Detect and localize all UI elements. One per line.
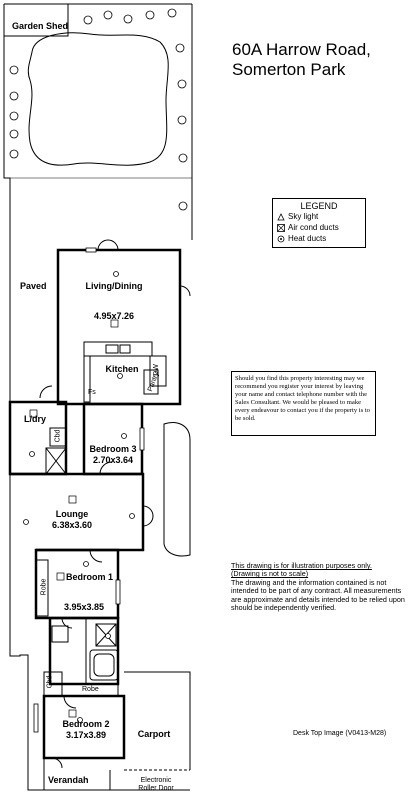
disclaimer-body: The drawing and the information containe…	[231, 577, 405, 613]
disclaimer: This drawing is for illustration purpose…	[231, 561, 407, 613]
air-cond-symbols	[29, 319, 119, 718]
disclaimer-line2: (Drawing is not to scale)	[231, 569, 309, 579]
bedroom1-size: 3.95x3.85	[63, 602, 105, 612]
robe-b2-label: Robe	[82, 686, 99, 693]
roller-door-line1: Electronic	[140, 777, 172, 784]
kitchen-island	[83, 341, 153, 357]
side-garden	[163, 422, 191, 557]
kitchen-bench	[83, 355, 91, 403]
door-lounge-ext	[142, 505, 154, 527]
address-line2: Somerton Park	[232, 60, 346, 79]
stove	[119, 344, 131, 354]
trees	[9, 8, 188, 211]
robe-b1-label: Robe	[40, 578, 48, 596]
kitchen-label: Kitchen	[105, 364, 139, 374]
ensuite-shower	[95, 623, 117, 647]
legend-label-air-cond: Air cond ducts	[288, 223, 339, 232]
sky-light-icon	[277, 212, 285, 221]
cbd-ldry-label: Cbd	[54, 429, 62, 443]
bathroom-room	[48, 616, 120, 686]
bedroom3-label: Bedroom 3	[89, 444, 137, 454]
verandah-label: Verandah	[48, 775, 89, 785]
robe-b1	[35, 559, 49, 617]
bedroom1-label: Bedroom 1	[66, 572, 114, 582]
bedroom2-size: 3.17x3.89	[65, 730, 107, 740]
bathtub-inner	[93, 653, 115, 677]
bedroom3-size: 2.70x3.64	[92, 455, 134, 465]
legend-item-sky-light: Sky light	[273, 211, 365, 222]
paved-label: Paved	[20, 281, 47, 291]
lounge-label: Lounge	[55, 509, 89, 519]
door-bed1	[89, 549, 103, 563]
ldry-label: L/dry	[24, 414, 47, 424]
dw-label: DW	[152, 364, 160, 376]
door-laundry	[39, 385, 53, 399]
roller-door-line2: Roller Door	[138, 785, 174, 792]
legend-label-sky-light: Sky light	[288, 212, 319, 221]
disclaimer-line1: This drawing is for illustration purpose…	[231, 561, 372, 570]
dishwasher	[149, 355, 167, 387]
floor-plan	[3, 3, 193, 791]
living-dining-label: Living/Dining	[85, 281, 143, 291]
legend-item-air-cond: Air cond ducts	[273, 222, 365, 233]
bedroom2-label: Bedroom 2	[62, 719, 110, 729]
legend-title: LEGEND	[300, 201, 338, 211]
carport-outline	[124, 671, 191, 770]
bathtub	[89, 649, 119, 681]
pantry	[143, 369, 159, 395]
property-address: 60A Harrow Road, Somerton Park	[232, 40, 371, 80]
living-dining-room	[56, 248, 182, 406]
air-cond-duct-icon	[277, 223, 285, 232]
verandah-outline	[43, 758, 111, 791]
heat-duct-symbols	[23, 271, 135, 723]
fs-label: Fs	[88, 389, 96, 396]
carport-label: Carport	[137, 729, 171, 739]
heat-duct-icon	[277, 235, 285, 243]
garden-shed-label: Garden Shed	[12, 21, 69, 31]
kitchen-sink	[105, 344, 119, 354]
image-code: Desk Top Image (V0413-M28)	[293, 730, 387, 737]
legend-box: LEGEND Sky light Air cond ducts Heat duc…	[272, 198, 366, 248]
living-dining-size: 4.95x7.26	[93, 311, 135, 321]
windows	[33, 247, 145, 733]
address-line1: 60A Harrow Road,	[232, 40, 371, 59]
door-entry	[51, 757, 63, 769]
garden-shed-outline	[4, 4, 69, 37]
legend-label-heat-ducts: Heat ducts	[288, 234, 327, 243]
vanity-bath	[51, 625, 69, 643]
shower-ldry	[45, 447, 67, 475]
lounge-size: 6.38x3.60	[51, 520, 93, 530]
cbd-ldry	[49, 427, 67, 447]
door-kitchen-side	[179, 285, 191, 297]
ldry-shower-x2	[45, 447, 67, 475]
legend-item-heat-ducts: Heat ducts	[273, 233, 365, 244]
door-living	[97, 239, 119, 251]
door-bed3	[99, 461, 113, 475]
door-bath	[61, 617, 73, 629]
cbd-b2-label: Cbd	[46, 675, 54, 689]
interest-notice: Should you find this property interestin…	[231, 371, 376, 436]
door-bed2	[63, 695, 77, 709]
lawn-outline	[27, 32, 169, 166]
cbd-b2	[43, 671, 63, 697]
